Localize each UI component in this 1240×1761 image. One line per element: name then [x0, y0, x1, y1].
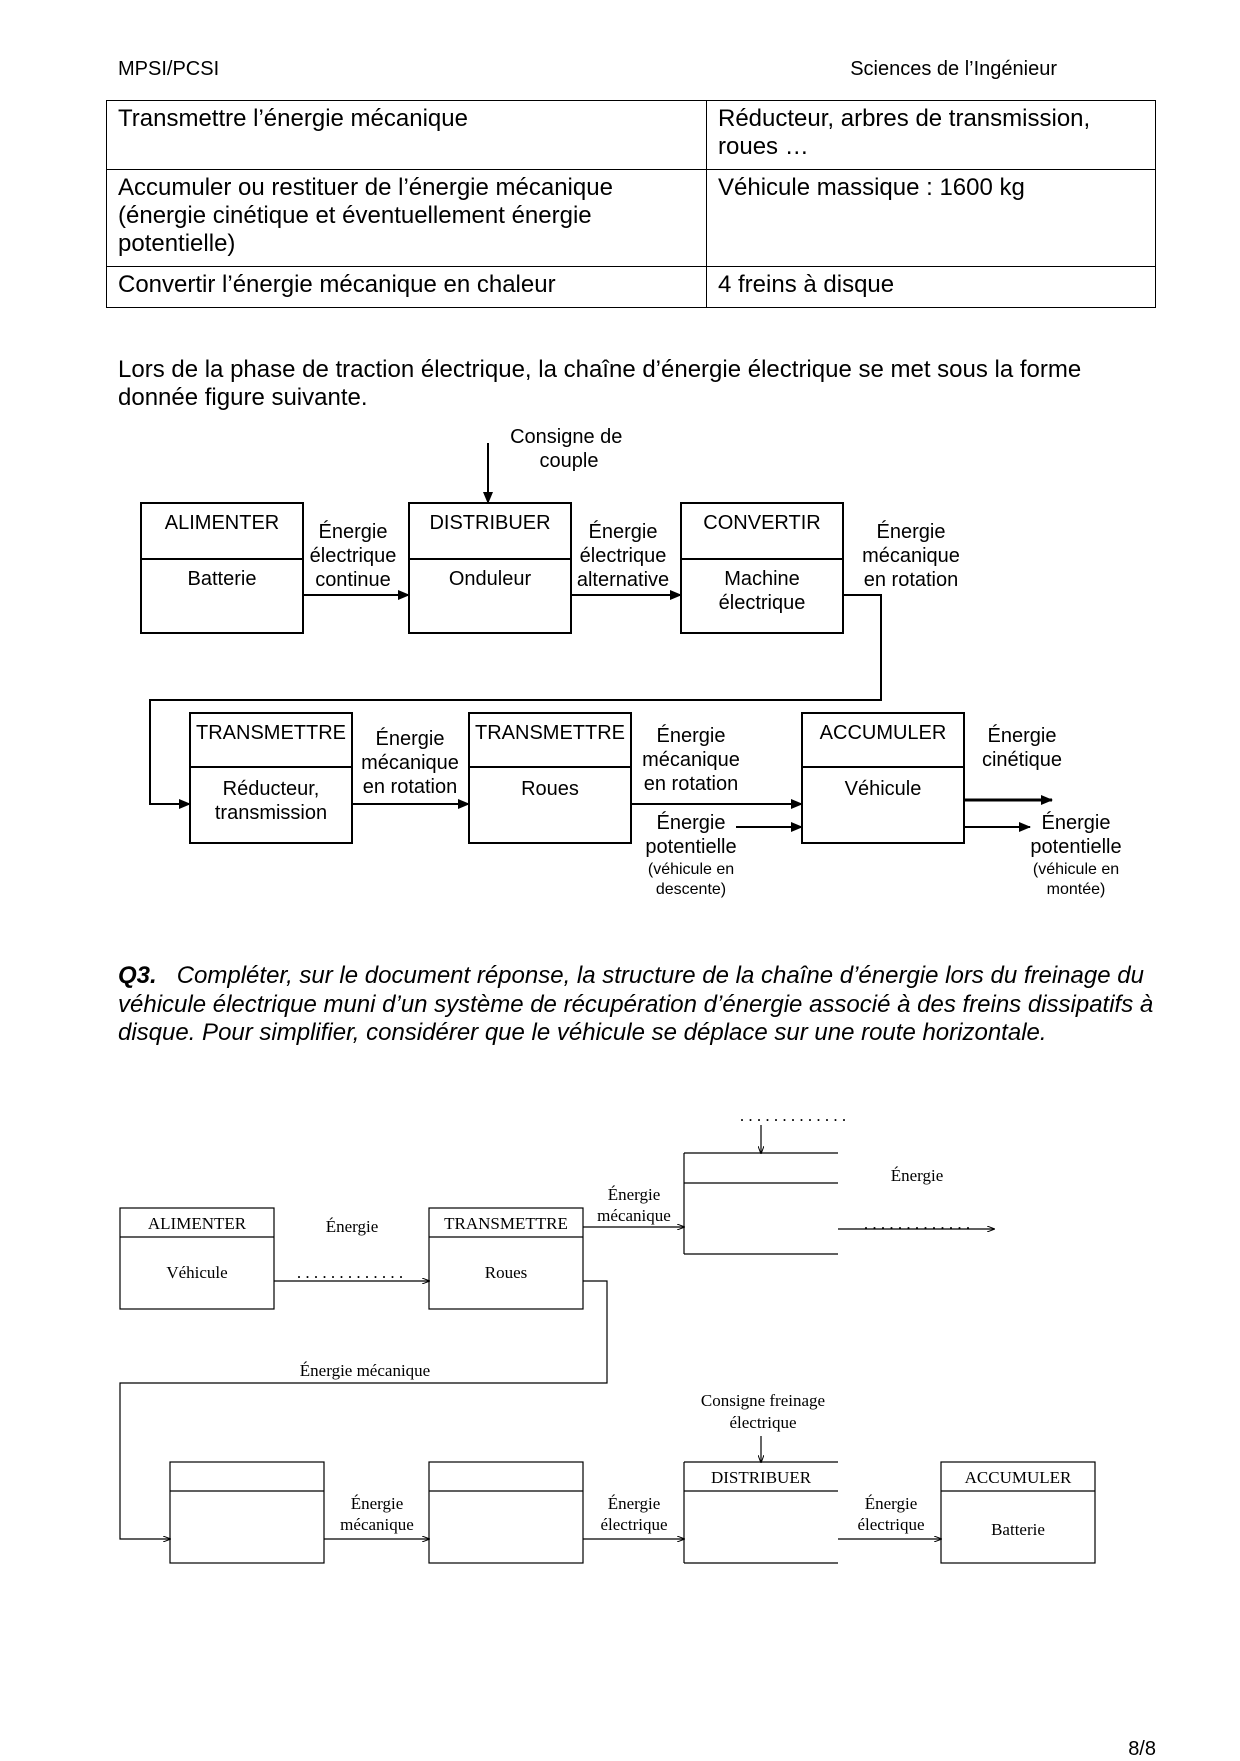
question-label: Q3. [118, 962, 157, 989]
flow-label: Énergie [589, 520, 658, 543]
flow-label: mécanique [862, 545, 960, 567]
consigne-label: Consigne freinage [701, 1391, 825, 1410]
flow-label: en rotation [864, 569, 959, 591]
block-transmettre1-function: TRANSMETTRE [196, 722, 346, 744]
flow-label: Énergie [326, 1217, 379, 1236]
flow-label: en rotation [644, 773, 739, 795]
flow-label: Énergie [376, 727, 445, 750]
function-table: Transmettre l’énergie mécanique Réducteu… [106, 100, 1156, 308]
block-transmettre2-component: Roues [521, 778, 579, 800]
question-text: Compléter, sur le document réponse, la s… [118, 962, 1154, 1046]
flow-note: (véhicule en [1033, 861, 1119, 878]
block-alimenter-component: Véhicule [166, 1263, 227, 1282]
traction-energy-chain-diagram: Consigne de couple ALIMENTER Batterie DI… [140, 426, 1122, 898]
block-transmettre1-component: Réducteur, [223, 778, 320, 800]
flow-label: électrique [600, 1515, 667, 1534]
question-q3: Q3. Compléter, sur le document réponse, … [118, 962, 1178, 1048]
table-cell-function: Transmettre l’énergie mécanique [106, 100, 707, 170]
flow-label: mécanique [597, 1206, 671, 1225]
consigne-label: électrique [729, 1413, 796, 1432]
flow-label: cinétique [982, 749, 1062, 771]
block-accumuler-component: Batterie [991, 1520, 1045, 1539]
flow-label: Énergie [891, 1166, 944, 1185]
flow-note: (véhicule en [648, 861, 734, 878]
flow-label: Énergie [608, 1185, 661, 1204]
flow-label: électrique [310, 545, 397, 567]
intro-paragraph: Lors de la phase de traction électrique,… [118, 356, 1082, 411]
dots-placeholder: . . . . . . . . . . . . . [297, 1263, 403, 1282]
flow-label: Énergie [877, 520, 946, 543]
flow-label: mécanique [361, 752, 459, 774]
table-row: Accumuler ou restituer de l’énergie méca… [106, 169, 1156, 267]
flow-label: mécanique [340, 1515, 414, 1534]
block-accumuler-function: ACCUMULER [965, 1468, 1072, 1487]
table-cell-solution: Véhicule massique : 1600 kg [706, 169, 1156, 267]
table-row: Convertir l’énergie mécanique en chaleur… [106, 266, 1156, 308]
consigne-label: Consigne de couple [510, 426, 628, 472]
flow-label: alternative [577, 569, 669, 591]
flow-label: Énergie [657, 724, 726, 747]
flow-label: en rotation [363, 776, 458, 798]
flow-label: potentielle [1030, 836, 1121, 858]
flow-label: Énergie [865, 1494, 918, 1513]
flow-label: Énergie [657, 811, 726, 834]
flow-label: Énergie [988, 724, 1057, 747]
table-cell-function: Convertir l’énergie mécanique en chaleur [106, 266, 707, 308]
flow-label: Énergie [351, 1494, 404, 1513]
flow-note: montée) [1047, 881, 1106, 898]
flow-label: mécanique [642, 749, 740, 771]
flow-note: descente) [656, 881, 726, 898]
dots-placeholder: . . . . . . . . . . . . . [864, 1214, 970, 1233]
flow-label: continue [315, 569, 391, 591]
block-alimenter-function: ALIMENTER [165, 512, 279, 534]
block-transmettre2-function: TRANSMETTRE [475, 722, 625, 744]
block-convertir-component: électrique [719, 592, 806, 614]
flow-label: Énergie [608, 1494, 661, 1513]
block-convertir-function: CONVERTIR [703, 512, 820, 534]
flow-label: Énergie mécanique [300, 1361, 430, 1380]
table-cell-solution: Réducteur, arbres de transmission, roues… [706, 100, 1156, 170]
block-accumuler-component: Véhicule [845, 778, 922, 800]
flow-label: potentielle [645, 836, 736, 858]
block-alimenter-function: ALIMENTER [148, 1214, 247, 1233]
table-cell-solution: 4 freins à disque [706, 266, 1156, 308]
block-distribuer-function: DISTRIBUER [429, 512, 550, 534]
dots-placeholder: . . . . . . . . . . . . . [740, 1106, 846, 1125]
block-alimenter-component: Batterie [188, 568, 257, 590]
flow-label: électrique [580, 545, 667, 567]
header-subject: Sciences de l’Ingénieur [850, 58, 1057, 80]
flow-label: Énergie [1042, 811, 1111, 834]
block-transmettre-component: Roues [485, 1263, 528, 1282]
flow-label: électrique [857, 1515, 924, 1534]
block-accumuler-function: ACCUMULER [820, 722, 947, 744]
table-row: Transmettre l’énergie mécanique Réducteu… [106, 100, 1156, 170]
page-number: 8/8 [1128, 1738, 1156, 1760]
header-course: MPSI/PCSI [118, 58, 220, 80]
block-distribuer-function: DISTRIBUER [711, 1468, 812, 1487]
block-transmettre-function: TRANSMETTRE [444, 1214, 568, 1233]
block-convertir-component: Machine [724, 568, 800, 590]
block-distribuer-component: Onduleur [449, 568, 532, 590]
block-transmettre1-component: transmission [215, 802, 327, 824]
flow-label: Énergie [319, 520, 388, 543]
table-cell-function: Accumuler ou restituer de l’énergie méca… [106, 169, 707, 267]
